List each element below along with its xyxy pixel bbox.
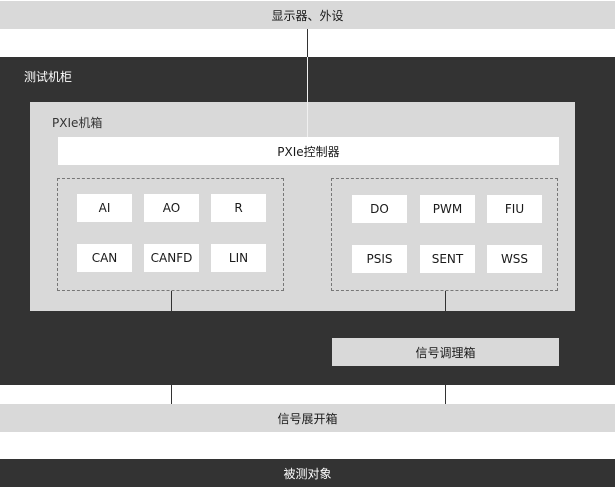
module-ao: AO	[144, 194, 199, 222]
module-ai: AI	[77, 194, 132, 222]
module-label: PSIS	[366, 252, 393, 266]
signal-conditioning-label: 信号调理箱	[415, 345, 476, 360]
module-can: CAN	[77, 244, 132, 272]
signal-breakout-label: 信号展开箱	[277, 411, 338, 426]
test-cabinet-label: 测试机柜	[24, 70, 73, 84]
module-label: CANFD	[150, 251, 193, 265]
line-left-group-to-breakout	[171, 291, 172, 404]
pxie-chassis-label: PXIe机箱	[52, 116, 103, 130]
module-label: CAN	[91, 251, 118, 265]
line-conditioning-to-breakout	[445, 366, 446, 404]
module-fiu: FIU	[487, 195, 542, 223]
module-canfd: CANFD	[144, 244, 199, 272]
left-module-group	[57, 178, 284, 291]
module-label: AI	[98, 201, 111, 215]
module-r: R	[211, 194, 266, 222]
module-label: LIN	[228, 251, 249, 265]
module-sent: SENT	[420, 245, 475, 273]
module-psis: PSIS	[352, 245, 407, 273]
module-label: SENT	[431, 252, 464, 266]
module-label: FIU	[504, 202, 525, 216]
module-label: AO	[162, 201, 181, 215]
signal-conditioning-box: 信号调理箱	[332, 338, 559, 366]
device-under-test-label: 被测对象	[283, 466, 332, 481]
right-module-group	[331, 178, 558, 291]
module-label: WSS	[500, 252, 529, 266]
pxie-controller-label: PXIe控制器	[277, 144, 340, 159]
device-under-test-box: 被测对象	[0, 459, 615, 487]
pxie-controller-box: PXIe控制器	[58, 137, 559, 165]
module-wss: WSS	[487, 245, 542, 273]
module-lin: LIN	[211, 244, 266, 272]
display-peripherals-box: 显示器、外设	[0, 1, 615, 29]
module-pwm: PWM	[420, 195, 475, 223]
module-label: PWM	[432, 202, 463, 216]
line-display-to-controller	[307, 29, 308, 57]
line-right-group-to-conditioning	[445, 291, 446, 338]
line-display-to-controller-inner	[307, 57, 308, 137]
display-peripherals-label: 显示器、外设	[271, 8, 344, 23]
module-do: DO	[352, 195, 407, 223]
module-label: R	[234, 201, 243, 215]
module-label: DO	[370, 202, 389, 216]
signal-breakout-box: 信号展开箱	[0, 404, 615, 432]
